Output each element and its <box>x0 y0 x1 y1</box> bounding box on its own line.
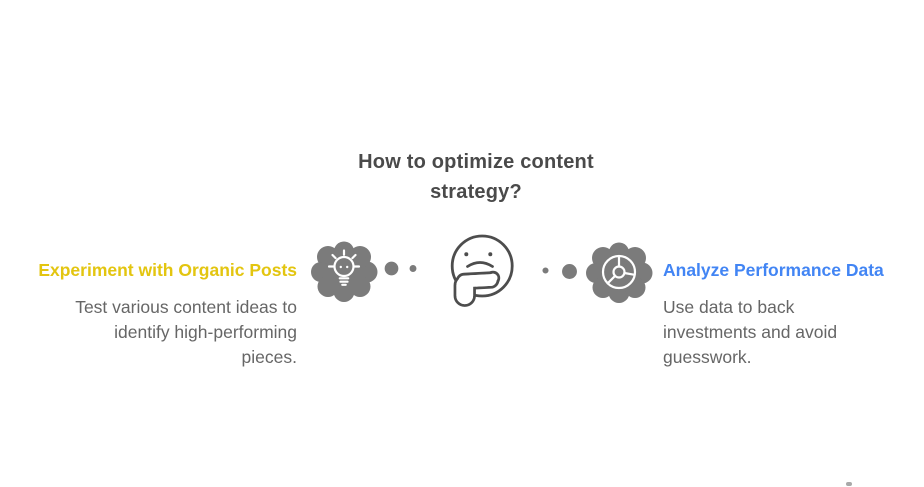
left-item-block: Experiment with Organic Posts Test vario… <box>35 260 297 370</box>
title-line-2: strategy? <box>430 181 522 203</box>
right-body-line: guesswork. <box>663 347 752 367</box>
left-body-line: Test various content ideas to <box>75 297 297 317</box>
lightbulb-icon <box>327 249 361 286</box>
thought-dot <box>408 263 418 274</box>
right-item-body: Use data to back investments and avoid g… <box>663 295 895 370</box>
left-item-body: Test various content ideas to identify h… <box>35 295 297 370</box>
watermark-fragment <box>846 482 852 486</box>
thinking-face-icon <box>450 234 514 307</box>
thought-dot <box>540 265 551 276</box>
thought-dot <box>560 262 579 281</box>
left-body-line: pieces. <box>241 347 297 367</box>
center-artwork <box>311 234 653 307</box>
right-body-line: investments and avoid <box>663 322 838 342</box>
thought-cloud-right <box>586 242 653 303</box>
right-item-heading: Analyze Performance Data <box>663 260 884 280</box>
title-line-1: How to optimize content <box>358 151 594 173</box>
thought-dots-right <box>540 262 579 281</box>
right-item-block: Analyze Performance Data Use data to bac… <box>663 260 895 370</box>
pie-chart-icon <box>601 254 637 290</box>
thought-dot <box>383 260 400 277</box>
left-body-line: identify high-performing <box>114 322 297 342</box>
page-title: How to optimize content strategy? <box>321 147 631 207</box>
thought-dots-left <box>383 260 418 277</box>
left-item-heading: Experiment with Organic Posts <box>38 260 297 280</box>
right-body-line: Use data to back <box>663 297 795 317</box>
